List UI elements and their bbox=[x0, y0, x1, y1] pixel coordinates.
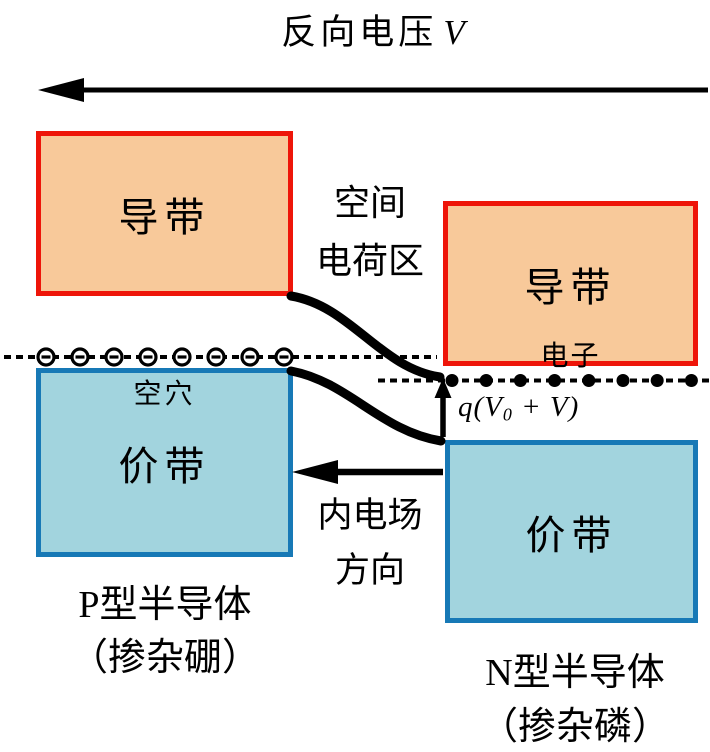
n-type-line2: （掺杂磷） bbox=[479, 706, 670, 748]
hole-icon bbox=[36, 347, 56, 367]
electron-icon bbox=[650, 374, 664, 387]
p-type-line2: （掺杂硼） bbox=[69, 637, 260, 679]
electron-icon bbox=[548, 374, 562, 387]
hole-icon bbox=[104, 347, 124, 367]
internal-field-direction-label: 内电场 方向 bbox=[300, 488, 440, 598]
barrier-energy-formula: q(V0 + V) bbox=[458, 391, 579, 425]
electron-icon bbox=[513, 374, 527, 387]
n-type-line1: N型半导体 bbox=[485, 652, 665, 694]
holes-label: 空穴 bbox=[133, 379, 196, 410]
electron-icon bbox=[479, 374, 493, 387]
space-charge-line2: 电荷区 bbox=[315, 241, 424, 281]
holes-row bbox=[36, 347, 294, 367]
valence-band-bending-curve bbox=[286, 366, 446, 446]
space-charge-region-label: 空间 电荷区 bbox=[300, 174, 440, 290]
formula-post: + V) bbox=[512, 391, 580, 423]
p-valence-band-box: 价带 bbox=[36, 368, 293, 557]
n-conduction-band-label: 导带 bbox=[524, 264, 617, 310]
barrier-height-arrow bbox=[434, 378, 452, 437]
formula-subscript: 0 bbox=[502, 404, 513, 425]
n-valence-band-box: 价带 bbox=[445, 440, 698, 623]
p-valence-band-label: 价带 bbox=[118, 443, 211, 489]
electron-icon bbox=[582, 374, 596, 387]
hole-icon bbox=[172, 347, 192, 367]
title-text: 反向电压 bbox=[281, 13, 438, 52]
field-label-line2: 方向 bbox=[334, 551, 405, 590]
title-voltage-variable: V bbox=[443, 13, 465, 52]
p-type-semiconductor-label: P型半导体 （掺杂硼） bbox=[20, 579, 310, 685]
p-conduction-band-label: 导带 bbox=[118, 194, 211, 240]
conduction-band-bending-curve bbox=[286, 291, 445, 382]
electron-icon bbox=[445, 374, 459, 387]
hole-icon bbox=[274, 347, 294, 367]
electrons-row bbox=[445, 374, 698, 387]
hole-icon bbox=[206, 347, 226, 367]
electron-icon bbox=[684, 374, 698, 387]
field-label-line1: 内电场 bbox=[317, 496, 423, 535]
hole-icon bbox=[70, 347, 90, 367]
electron-icon bbox=[616, 374, 630, 387]
space-charge-line1: 空间 bbox=[333, 183, 406, 223]
p-conduction-band-box: 导带 bbox=[36, 131, 293, 296]
hole-icon bbox=[240, 347, 260, 367]
n-type-semiconductor-label: N型半导体 （掺杂磷） bbox=[430, 646, 710, 752]
n-valence-band-label: 价带 bbox=[525, 512, 618, 558]
n-conduction-band-box: 导带 bbox=[443, 201, 698, 366]
reverse-voltage-arrow bbox=[38, 78, 708, 102]
internal-field-arrow bbox=[292, 460, 443, 484]
hole-icon bbox=[138, 347, 158, 367]
electrons-label: 电子 bbox=[540, 341, 601, 372]
formula-pre: q(V bbox=[458, 391, 503, 423]
p-type-line1: P型半导体 bbox=[78, 584, 252, 626]
